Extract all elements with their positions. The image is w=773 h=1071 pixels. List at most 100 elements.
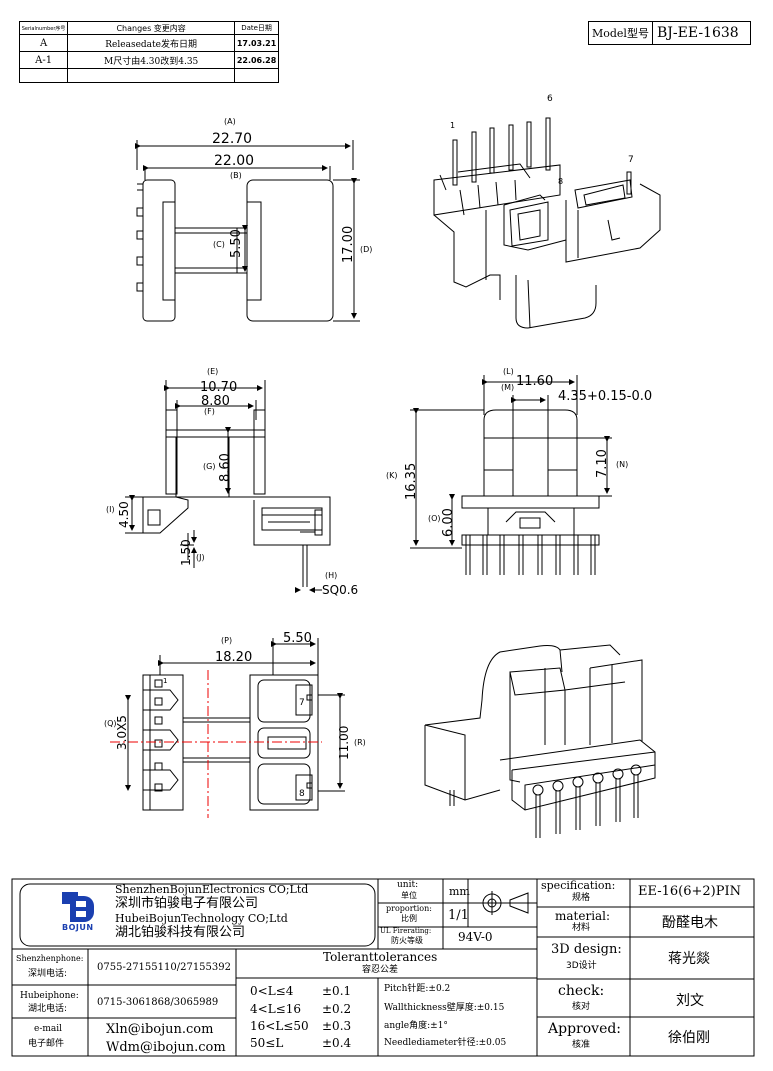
pin-number: 8 [299, 789, 305, 799]
approved-value: 徐伯刚 [668, 1030, 710, 1046]
tolerance-value: ±0.3 [322, 1019, 352, 1033]
design-value: 蒋光燚 [668, 951, 710, 967]
dim-value: 8.60 [218, 453, 233, 482]
rev-date [234, 68, 279, 83]
view-elevation [410, 375, 612, 575]
dim-value: 1.50 [179, 539, 193, 566]
pin-number: 8 [558, 177, 564, 186]
rev-change [67, 68, 236, 83]
proportion-label: 比例 [401, 914, 417, 923]
view-iso-bottom [424, 644, 656, 838]
tolerance-range: 0<L≤4 [250, 984, 294, 998]
company-name-cn: 湖北铂骏科技有限公司 [115, 925, 246, 940]
ul-label: UL Firerating: [380, 927, 432, 935]
dim-value: 11.00 [337, 725, 351, 760]
check-label: 核对 [572, 1002, 591, 1012]
shenzhen-label: 深圳电话: [28, 969, 68, 979]
dim-label: (G) [203, 462, 216, 471]
pin-number: 1 [163, 677, 168, 685]
model-label: Model型号 [592, 27, 649, 40]
proportion-label: proportion: [386, 904, 432, 913]
approved-label: Approved: [548, 1021, 622, 1037]
dim-value: 5.50 [229, 229, 244, 258]
dim-label: (K) [386, 471, 398, 480]
dim-value: 11.60 [516, 374, 554, 389]
view-front [135, 140, 360, 322]
unit-label: 单位 [401, 891, 417, 900]
tolerance-note: angle角度:±1° [384, 1021, 448, 1031]
check-label: check: [558, 983, 605, 999]
tolerance-note: Wallthickness壁厚度:±0.15 [384, 1003, 505, 1013]
tolerance-title: Toleranttolerances [323, 950, 438, 964]
dim-value: 4.35+0.15-0.0 [558, 389, 653, 404]
view-iso-top [433, 117, 661, 329]
view-side [125, 380, 331, 593]
pin-number: 7 [628, 155, 634, 165]
tolerance-range: 50≤L [250, 1036, 284, 1050]
dim-value: SQ0.6 [322, 583, 359, 597]
email-address[interactable]: Xln@ibojun.com [106, 1022, 214, 1037]
dim-label: (P) [221, 636, 233, 645]
dim-label: (J) [196, 553, 205, 562]
model-box: Model型号 BJ-EE-1638 [588, 21, 751, 45]
ul-value: 94V-0 [458, 930, 493, 944]
material-label: material: [555, 909, 611, 923]
dim-label: (E) [207, 367, 219, 376]
shenzhen-phone: 0755-27155110/27155392 [97, 962, 231, 973]
pin-number: 6 [547, 94, 553, 104]
unit-label: unit: [397, 880, 419, 890]
dim-value: 22.70 [212, 131, 253, 147]
approved-label: 核准 [572, 1040, 591, 1050]
tolerance-range: 16<L≤50 [250, 1019, 309, 1033]
model-value: BJ-EE-1638 [657, 25, 739, 41]
dim-value: 16.35 [404, 462, 419, 500]
dim-label: (I) [106, 505, 115, 514]
hubei-phone: 0715-3061868/3065989 [97, 997, 219, 1008]
material-label: 材料 [572, 923, 591, 933]
company-name-en: HubeiBojunTechnology CO;Ltd [115, 912, 288, 925]
pin-number: 1 [450, 121, 456, 130]
hubei-label: 湖北电话: [28, 1004, 68, 1014]
dim-label: (H) [325, 571, 338, 580]
dim-label: (C) [213, 240, 225, 249]
email-label: 电子邮件 [28, 1039, 65, 1049]
rev-serial [18, 68, 69, 83]
tolerance-note: Pitch针距:±0.2 [384, 984, 451, 994]
hubei-label: Hubeiphone: [20, 991, 79, 1001]
tolerance-value: ±0.4 [322, 1036, 352, 1050]
dim-value: 10.70 [200, 380, 238, 395]
company-logo: BOJUN [62, 892, 102, 934]
logo-text: BOJUN [62, 923, 94, 932]
spec-label: specification: [541, 879, 616, 892]
dim-label: (B) [230, 171, 242, 180]
tolerance-range: 4<L≤16 [250, 1002, 301, 1016]
dim-value: 18.20 [215, 650, 253, 665]
material-value: 酚醛电木 [662, 915, 718, 931]
company-name-cn: 深圳市铂骏电子有限公司 [115, 896, 259, 911]
dim-value: 8.80 [201, 394, 230, 409]
tolerance-value: ±0.2 [322, 1002, 352, 1016]
proportion-value: 1/1 [448, 908, 469, 923]
shenzhen-label: Shenzhenphone: [16, 954, 84, 963]
company-name-en: ShenzhenBojunElectronics CO;Ltd [115, 883, 309, 896]
email-label: e-mail [34, 1024, 63, 1034]
dim-value: 7.10 [595, 449, 610, 478]
title-block-frame [11, 878, 755, 1057]
dim-value: 5.50 [283, 631, 312, 646]
dim-value: 4.50 [117, 501, 131, 528]
pin-number: 7 [299, 698, 305, 708]
email-address[interactable]: Wdm@ibojun.com [106, 1040, 226, 1055]
dim-label: (D) [360, 245, 373, 254]
dim-value: 22.00 [214, 153, 255, 169]
dim-label: (R) [354, 738, 366, 747]
spec-label: 规格 [572, 893, 591, 903]
tolerance-title-cn: 容忍公差 [362, 965, 399, 975]
dim-value: 3.0X5 [115, 715, 129, 750]
dim-value: 17.00 [341, 225, 356, 263]
dim-label: (L) [503, 367, 514, 376]
dim-label: (O) [428, 514, 441, 523]
dim-label: (M) [501, 383, 515, 392]
design-label: 3D设计 [566, 961, 597, 971]
check-value: 刘文 [676, 993, 704, 1009]
